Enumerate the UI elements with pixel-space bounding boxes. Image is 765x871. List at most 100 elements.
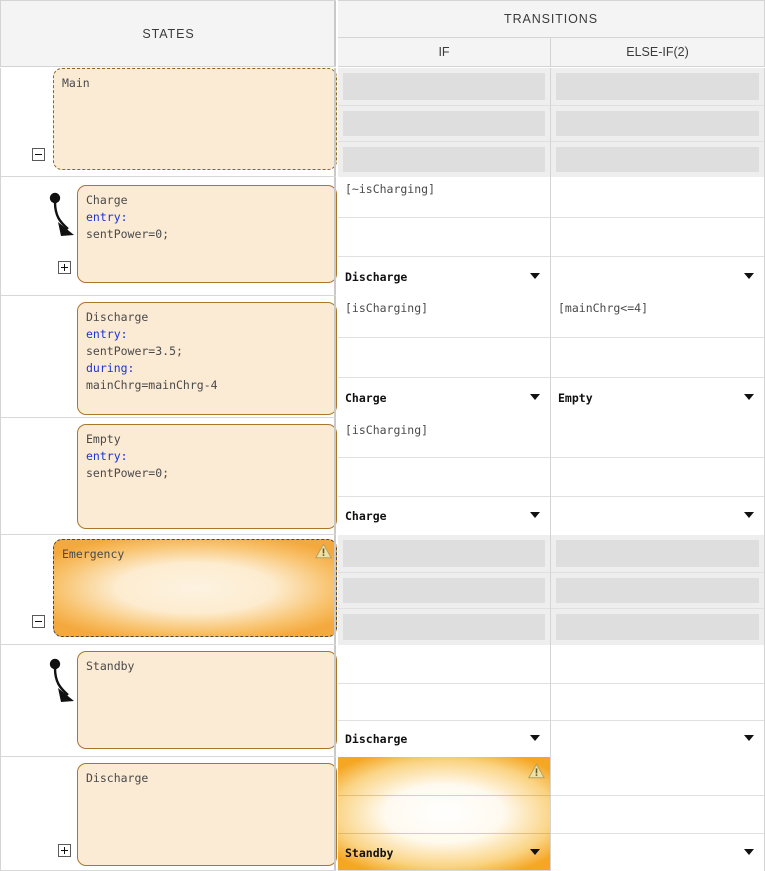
destination-select[interactable]: Standby	[338, 834, 550, 871]
caret-down-icon[interactable]	[530, 848, 540, 855]
destination-select[interactable]	[551, 142, 764, 177]
caret-down-icon[interactable]	[744, 735, 754, 741]
condition-field[interactable]: [~isCharging]	[338, 177, 550, 218]
destination-select[interactable]	[551, 834, 764, 871]
action-field[interactable]	[338, 218, 550, 257]
condition-field[interactable]	[338, 645, 550, 684]
destination-select[interactable]: Discharge	[338, 721, 550, 757]
caret-down-icon[interactable]	[530, 512, 540, 518]
column-header-if[interactable]: IF	[338, 38, 551, 67]
action-field[interactable]	[338, 684, 550, 721]
condition-field[interactable]	[551, 535, 764, 573]
condition-field[interactable]	[338, 535, 550, 573]
transition-cell-if[interactable]	[338, 535, 551, 645]
action-field[interactable]	[551, 338, 764, 378]
transition-cell-elseif[interactable]	[551, 418, 765, 535]
destination-select[interactable]: Empty	[551, 378, 764, 418]
disabled-placeholder	[343, 614, 545, 640]
condition-field[interactable]	[551, 645, 764, 684]
condition-field[interactable]	[338, 757, 550, 796]
state-cell-standby[interactable]: Standby	[0, 645, 337, 757]
condition-field[interactable]	[551, 418, 764, 458]
column-header-transitions[interactable]: TRANSITIONS	[338, 0, 765, 38]
disabled-placeholder	[556, 111, 759, 136]
condition-field[interactable]: [mainChrg<=4]	[551, 296, 764, 338]
transition-cell-elseif[interactable]	[551, 535, 765, 645]
caret-down-icon[interactable]	[744, 848, 754, 855]
condition-field[interactable]	[551, 757, 764, 796]
destination-select[interactable]	[338, 142, 550, 177]
state-box-standby[interactable]: Standby	[77, 651, 337, 749]
column-header-states[interactable]: STATES	[0, 0, 336, 67]
destination-select[interactable]: Discharge	[338, 257, 550, 296]
state-title-line: Main	[62, 76, 90, 90]
action-field[interactable]	[551, 796, 764, 834]
action-field[interactable]	[551, 106, 764, 142]
expand-icon[interactable]	[58, 261, 71, 274]
condition-field[interactable]	[338, 68, 550, 106]
action-field[interactable]	[338, 573, 550, 609]
condition-field[interactable]	[551, 68, 764, 106]
condition-field[interactable]: [isCharging]	[338, 418, 550, 458]
action-field[interactable]	[338, 796, 550, 834]
caret-down-icon[interactable]	[744, 394, 754, 400]
state-cell-emergency[interactable]: Emergency	[0, 535, 337, 645]
action-field[interactable]	[551, 458, 764, 497]
destination-select[interactable]: Charge	[338, 497, 550, 535]
collapse-icon[interactable]	[32, 148, 45, 161]
destination-select[interactable]	[551, 257, 764, 296]
transition-cell-elseif[interactable]	[551, 757, 765, 871]
transition-cell-if[interactable]: Standby	[338, 757, 551, 871]
action-field[interactable]	[338, 106, 550, 142]
disabled-placeholder	[556, 73, 759, 100]
transition-cell-elseif[interactable]	[551, 68, 765, 177]
transition-cell-if[interactable]: [~isCharging] Discharge	[338, 177, 551, 296]
state-cell-main[interactable]: Main	[0, 68, 337, 177]
state-box-main[interactable]: Main	[53, 68, 337, 170]
caret-down-icon[interactable]	[530, 735, 540, 741]
action-field[interactable]	[551, 684, 764, 721]
action-field[interactable]	[551, 573, 764, 609]
transition-cell-if[interactable]: Discharge	[338, 645, 551, 757]
disabled-placeholder	[343, 111, 545, 136]
state-box-emergency[interactable]: Emergency	[53, 539, 337, 637]
state-cell-discharge[interactable]: Discharge	[0, 757, 337, 871]
disabled-placeholder	[343, 147, 545, 172]
destination-select[interactable]	[338, 609, 550, 645]
collapse-icon[interactable]	[32, 615, 45, 628]
destination-select[interactable]: Charge	[338, 378, 550, 418]
default-transition-arrow-icon	[49, 658, 74, 702]
transition-cell-if[interactable]: [isCharging] Charge	[338, 418, 551, 535]
state-keyword-line: entry:	[86, 210, 128, 224]
condition-field[interactable]	[551, 177, 764, 218]
action-field[interactable]	[338, 338, 550, 378]
caret-down-icon[interactable]	[530, 272, 540, 279]
action-field[interactable]	[338, 458, 550, 497]
action-field[interactable]	[551, 218, 764, 257]
condition-field[interactable]: [isCharging]	[338, 296, 550, 338]
caret-down-icon[interactable]	[744, 512, 754, 518]
state-title-line: Charge	[86, 193, 128, 207]
expand-icon[interactable]	[58, 844, 71, 857]
caret-down-icon[interactable]	[530, 394, 540, 400]
transition-cell-if[interactable]	[338, 68, 551, 177]
transition-cell-elseif[interactable]	[551, 177, 765, 296]
state-box-discharge[interactable]: Discharge	[77, 763, 337, 866]
caret-down-icon[interactable]	[744, 272, 754, 279]
state-title-line: Empty	[86, 432, 121, 446]
transition-cell-elseif[interactable]: [mainChrg<=4] Empty	[551, 296, 765, 418]
column-header-elseif[interactable]: ELSE-IF(2)	[551, 38, 765, 67]
transition-cell-elseif[interactable]	[551, 645, 765, 757]
destination-select[interactable]	[551, 721, 764, 757]
destination-select[interactable]	[551, 497, 764, 535]
transition-cell-if[interactable]: [isCharging] Charge	[338, 296, 551, 418]
destination-select[interactable]	[551, 609, 764, 645]
